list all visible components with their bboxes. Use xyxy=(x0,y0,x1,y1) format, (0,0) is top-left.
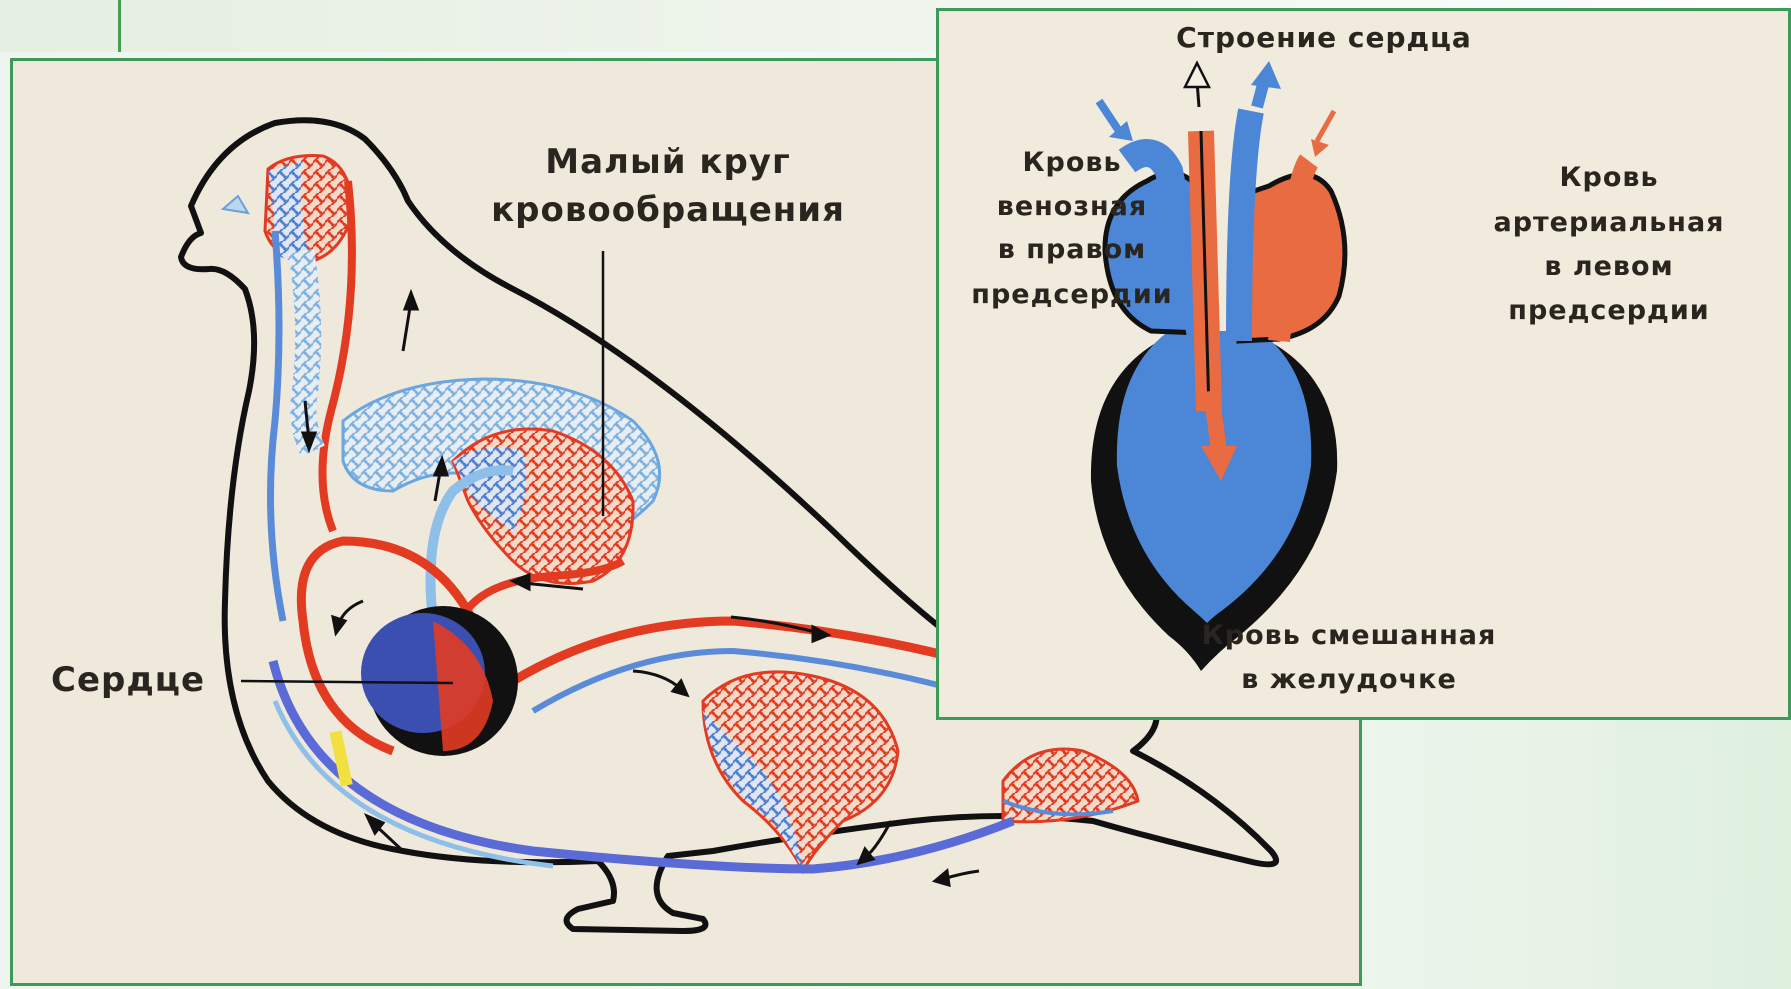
heart-title: Строение сердца xyxy=(1176,21,1472,54)
venous-label-line3: в правом xyxy=(998,234,1146,265)
pulmonary-artery-vessel xyxy=(1239,111,1251,341)
mixed-label-line1: Кровь смешанная xyxy=(1202,620,1497,651)
beak xyxy=(223,196,248,213)
venous-label-line2: венозная xyxy=(997,191,1148,222)
arterial-label-line2: артериальная xyxy=(1493,207,1724,238)
venous-label-line1: Кровь xyxy=(1022,147,1121,178)
label-heart: Сердце xyxy=(51,660,205,700)
mixed-label-line2: в желудочке xyxy=(1241,664,1457,695)
heart-structure-diagram: Строение сердца Кровь венозная в правом … xyxy=(939,11,1791,720)
arterial-label-line1: Кровь xyxy=(1559,162,1658,193)
heart-structure-panel: Строение сердца Кровь венозная в правом … xyxy=(936,8,1791,720)
tail-capillaries xyxy=(1003,749,1138,822)
mixed-flow-arrow xyxy=(1211,391,1219,451)
arterial-in-arrow xyxy=(1317,111,1334,141)
venous-label-line4: предсердии xyxy=(971,279,1172,310)
top-bar-accent-line xyxy=(118,0,121,52)
arterial-label-line3: в левом xyxy=(1544,251,1673,282)
neck-vein xyxy=(271,231,284,621)
yellow-marker xyxy=(330,730,353,786)
arterial-label-line4: предсердии xyxy=(1508,295,1709,326)
label-small-circle-line1: Малый круг xyxy=(545,142,790,182)
label-small-circle-line2: кровообращения xyxy=(491,190,845,230)
venous-in-arrow xyxy=(1099,101,1119,131)
